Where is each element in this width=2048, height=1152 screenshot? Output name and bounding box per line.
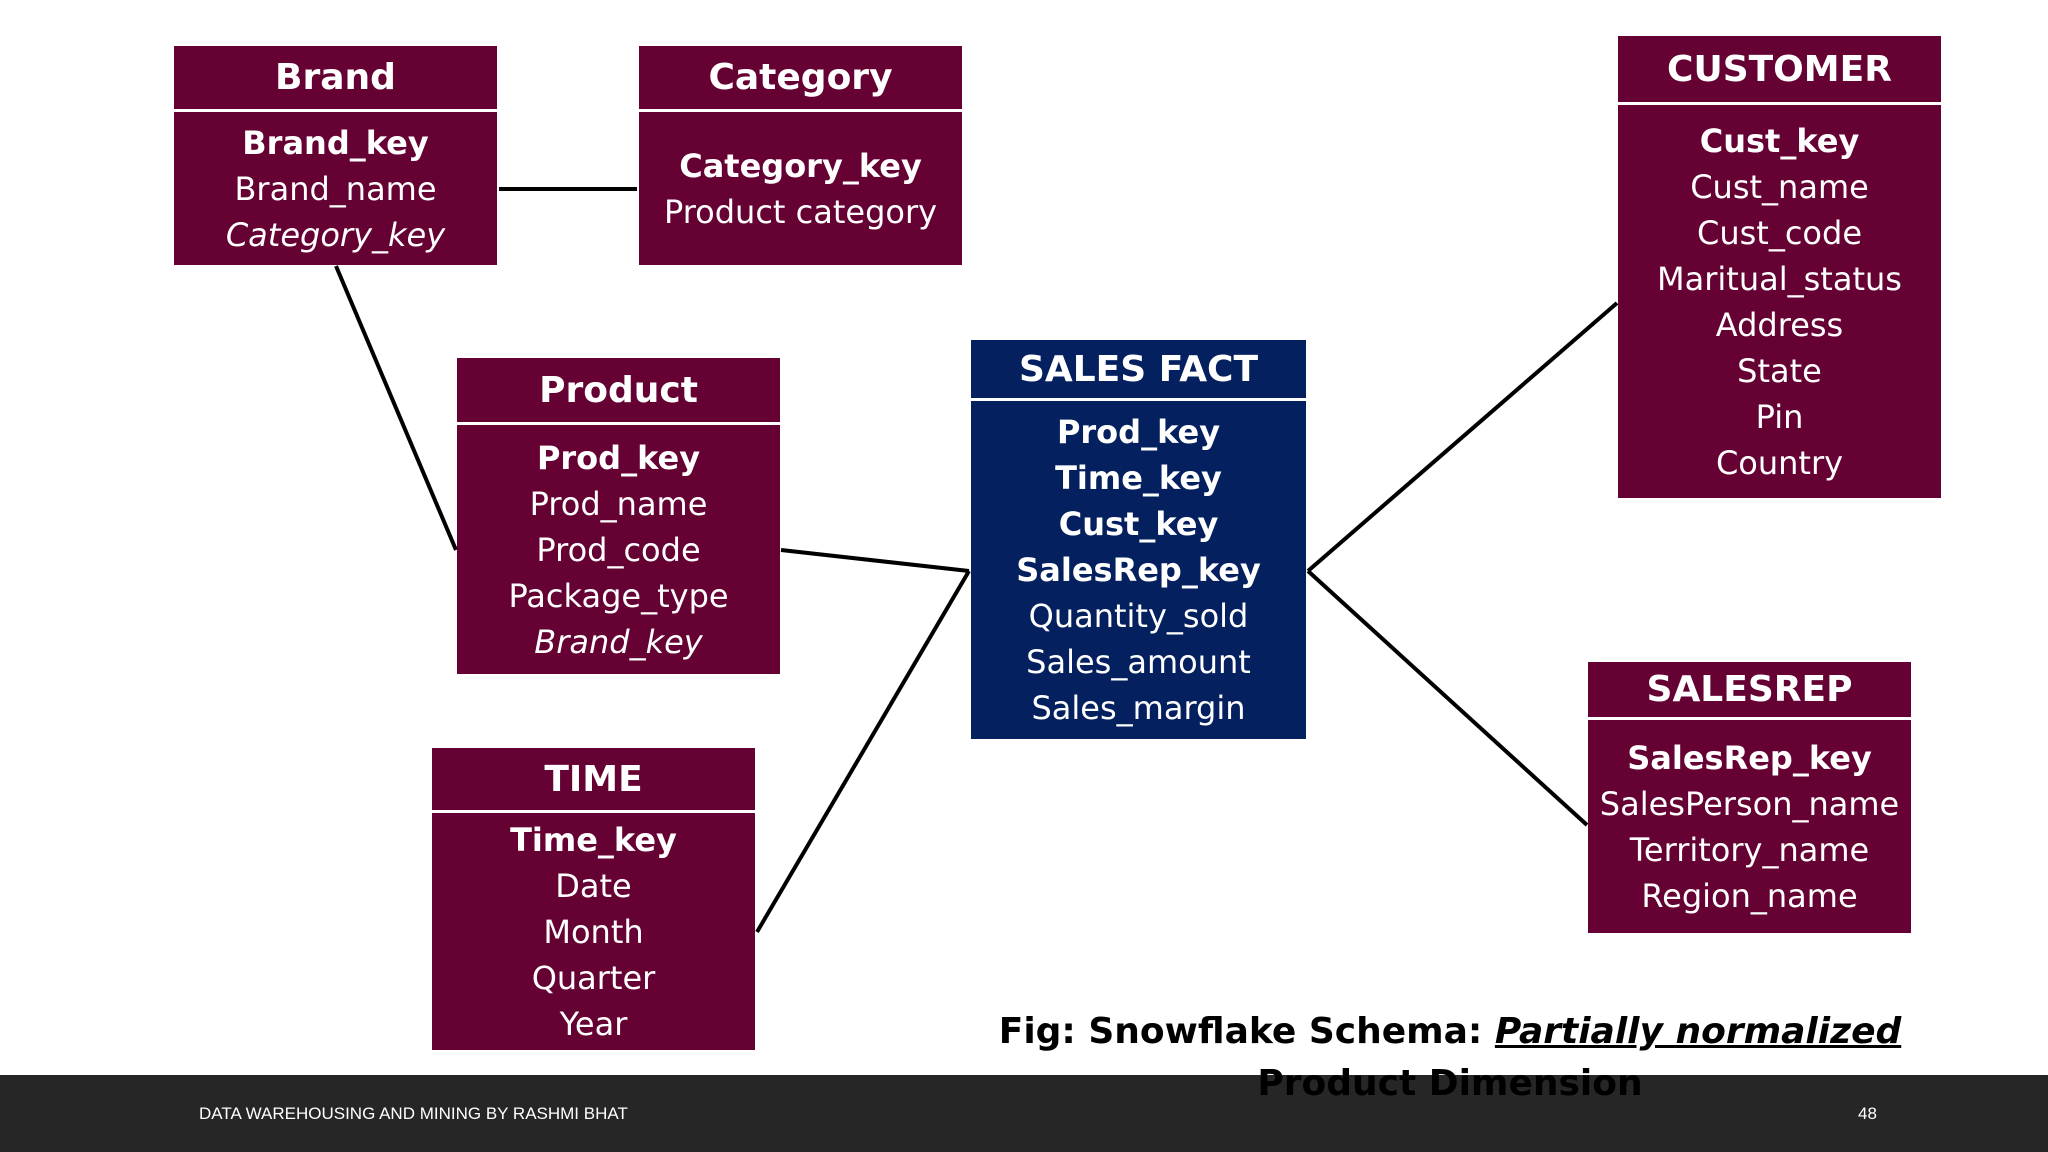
field-attribute: Year	[559, 1004, 628, 1043]
field-primary-key: SalesRep_key	[1627, 738, 1872, 777]
field-foreign-key: Category_key	[225, 215, 446, 254]
field-primary-key: Prod_key	[536, 438, 701, 477]
link-time-sales-fact	[755, 569, 971, 934]
field-attribute: Prod_code	[536, 530, 701, 569]
field-attribute: Package_type	[508, 576, 729, 615]
field-list: Prod_key Prod_name Prod_code Package_typ…	[457, 425, 780, 674]
table-customer: CUSTOMER Cust_key Cust_name Cust_code Ma…	[1618, 36, 1941, 498]
caption-prefix: Fig: Snowflake Schema:	[998, 1011, 1495, 1052]
table-title: Category	[639, 46, 962, 112]
field-primary-key: Brand_key	[242, 123, 429, 162]
table-title: SALESREP	[1588, 662, 1911, 720]
table-title: TIME	[432, 748, 755, 813]
table-title: SALES FACT	[971, 340, 1306, 401]
footer-title: DATA WAREHOUSING AND MINING BY RASHMI BH…	[199, 1104, 628, 1123]
field-attribute: Sales_margin	[1031, 689, 1246, 727]
table-product: Product Prod_key Prod_name Prod_code Pac…	[457, 358, 780, 674]
field-primary-key: Time_key	[1055, 459, 1222, 497]
table-sales-fact: SALES FACT Prod_key Time_key Cust_key Sa…	[971, 340, 1306, 739]
caption-emphasis: Partially normalized	[1494, 1011, 1902, 1052]
field-primary-key: SalesRep_key	[1016, 551, 1261, 589]
field-attribute: Address	[1715, 305, 1844, 344]
table-title: Brand	[174, 46, 497, 112]
field-list: Prod_key Time_key Cust_key SalesRep_key …	[971, 401, 1306, 739]
caption-suffix: Product Dimension	[1257, 1063, 1643, 1104]
field-attribute: Cust_name	[1690, 167, 1869, 206]
page-number: 48	[1858, 1104, 1877, 1123]
field-list: Brand_key Brand_name Category_key	[174, 112, 497, 265]
field-attribute: Date	[555, 866, 632, 905]
field-primary-key: Prod_key	[1056, 413, 1221, 451]
field-attribute: Quarter	[531, 958, 656, 997]
field-attribute: Quantity_sold	[1028, 597, 1249, 635]
table-title: Product	[457, 358, 780, 425]
field-attribute: Product category	[663, 192, 938, 231]
field-attribute: Prod_name	[529, 484, 708, 523]
field-attribute: Region_name	[1641, 876, 1858, 915]
field-list: SalesRep_key SalesPerson_name Territory_…	[1588, 720, 1911, 933]
field-primary-key: Cust_key	[1699, 121, 1860, 160]
field-attribute: Territory_name	[1629, 830, 1870, 869]
link-brand-product	[334, 265, 458, 551]
table-category: Category Category_key Product category	[639, 46, 962, 265]
figure-caption: Fig: Snowflake Schema: Partially normali…	[940, 1006, 1960, 1110]
table-brand: Brand Brand_key Brand_name Category_key	[174, 46, 497, 265]
field-attribute: Month	[543, 912, 644, 951]
footer-bar: DATA WAREHOUSING AND MINING BY RASHMI BH…	[0, 1075, 2048, 1152]
field-primary-key: Category_key	[679, 146, 922, 185]
field-attribute: Brand_name	[234, 169, 437, 208]
link-product-sales-fact	[780, 548, 970, 573]
link-sales-fact-customer	[1306, 301, 1619, 573]
field-attribute: State	[1737, 351, 1822, 390]
table-title: CUSTOMER	[1618, 36, 1941, 105]
field-list: Category_key Product category	[639, 112, 962, 265]
table-time: TIME Time_key Date Month Quarter Year	[432, 748, 755, 1050]
field-foreign-key: Brand_key	[534, 622, 703, 661]
field-list: Time_key Date Month Quarter Year	[432, 813, 755, 1050]
field-attribute: Cust_code	[1696, 213, 1862, 252]
field-primary-key: Cust_key	[1058, 505, 1219, 543]
field-attribute: Pin	[1755, 397, 1804, 436]
field-attribute: Maritual_status	[1657, 259, 1902, 298]
field-list: Cust_key Cust_name Cust_code Maritual_st…	[1618, 105, 1941, 498]
field-attribute: Sales_amount	[1026, 643, 1251, 681]
field-primary-key: Time_key	[510, 820, 677, 859]
field-attribute: SalesPerson_name	[1599, 784, 1900, 823]
link-sales-fact-salesrep	[1306, 569, 1589, 827]
field-attribute: Country	[1715, 443, 1844, 482]
table-salesrep: SALESREP SalesRep_key SalesPerson_name T…	[1588, 662, 1911, 933]
